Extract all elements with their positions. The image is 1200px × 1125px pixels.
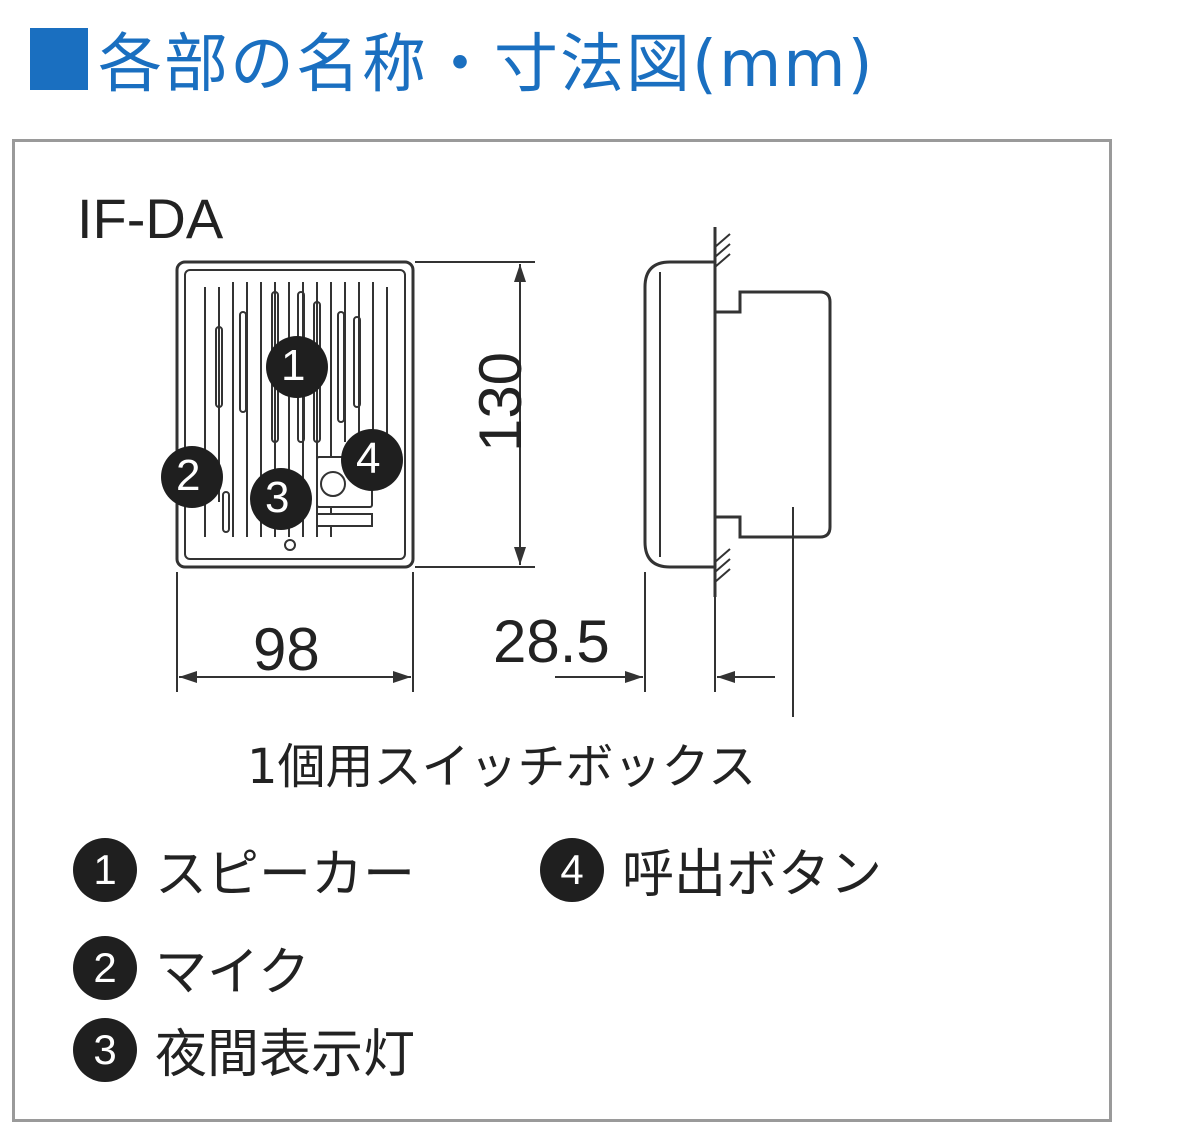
page-title: 各部の名称・寸法図(mm) — [98, 28, 875, 102]
legend-badge: 1 — [73, 837, 137, 902]
diagram-frame: IF-DA — [12, 139, 1112, 1122]
callout-3: 3 — [265, 473, 290, 522]
legend-label: マイク — [155, 943, 310, 1003]
front-plate-inner — [184, 269, 406, 560]
legend-label: 呼出ボタン — [622, 845, 883, 905]
legend-item-microphone: 2 マイク — [73, 930, 310, 1005]
height-dimension: 130 — [467, 351, 535, 453]
model-name: IF-DA — [77, 187, 224, 250]
legend-badge: 3 — [73, 1017, 137, 1082]
depth-dimension: 28.5 — [493, 608, 610, 675]
night-light-shape — [284, 539, 296, 551]
switch-box-label: 1個用スイッチボックス — [247, 739, 757, 795]
callout-1: 1 — [281, 341, 306, 390]
callout-4: 4 — [356, 434, 381, 483]
side-plate — [643, 260, 717, 569]
legend-label: 夜間表示灯 — [155, 1025, 416, 1085]
callout-2: 2 — [176, 451, 201, 500]
legend-label: スピーカー — [155, 845, 416, 905]
width-dimension: 98 — [253, 616, 320, 683]
header-square-icon — [30, 28, 88, 90]
legend-item-night-light: 3 夜間表示灯 — [73, 1012, 415, 1087]
legend-badge: 2 — [73, 935, 137, 1000]
speaker-grille — [204, 282, 388, 537]
header: 各部の名称・寸法図(mm) — [30, 0, 875, 118]
dimension-diagram — [161, 227, 832, 717]
legend-item-call-button: 4 呼出ボタン — [540, 832, 882, 907]
legend-badge: 4 — [540, 837, 604, 902]
legend-item-speaker: 1 スピーカー — [73, 832, 415, 907]
switch-box-side — [715, 290, 832, 539]
